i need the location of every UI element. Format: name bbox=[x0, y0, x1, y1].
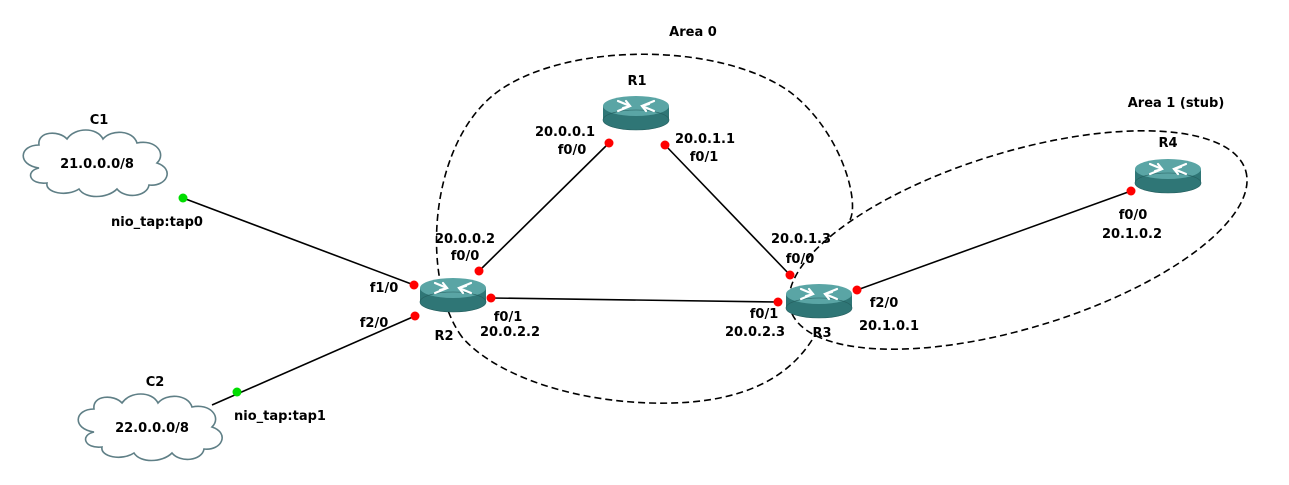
router-r4-name: R4 bbox=[1158, 136, 1177, 151]
router-r4[interactable] bbox=[1133, 157, 1203, 195]
port-r4-f0-0[interactable] bbox=[1126, 186, 1136, 196]
r2-f01-ip-label: 20.0.2.2 bbox=[480, 325, 540, 340]
c2-tap-label: nio_tap:tap1 bbox=[234, 409, 326, 424]
r2-f01-port-label: f0/1 bbox=[494, 310, 523, 325]
router-r3[interactable] bbox=[784, 282, 854, 320]
links bbox=[182, 142, 1132, 406]
router-icon bbox=[418, 276, 488, 314]
link-c2-r2[interactable] bbox=[211, 315, 416, 406]
r1-f01-ip-label: 20.0.1.1 bbox=[675, 132, 735, 147]
port-r2-f0-0[interactable] bbox=[474, 266, 484, 276]
cloud-icon bbox=[77, 393, 223, 462]
area-1-region bbox=[788, 130, 1248, 350]
r2-f20-port-label: f2/0 bbox=[360, 316, 389, 331]
link-r3-r4[interactable] bbox=[856, 190, 1132, 291]
router-icon bbox=[1133, 157, 1203, 195]
cloud-c2-name: C2 bbox=[146, 375, 165, 390]
link-r2-r3[interactable] bbox=[490, 297, 779, 303]
interface-labels: nio_tap:tap0 nio_tap:tap1 f1/0 f2/0 20.0… bbox=[111, 125, 1162, 424]
area-1-label: Area 1 (stub) bbox=[1128, 96, 1225, 111]
port-r2-f0-1[interactable] bbox=[486, 293, 496, 303]
r2-f00-ip-label: 20.0.0.2 bbox=[435, 232, 495, 247]
area-0-label: Area 0 bbox=[669, 25, 717, 40]
r3-f01-port-label: f0/1 bbox=[750, 307, 779, 322]
r3-f00-ip-label: 20.0.1.3 bbox=[771, 232, 831, 247]
port-r2-f1-0[interactable] bbox=[409, 280, 419, 290]
cloud-network-label: 22.0.0.0/8 bbox=[115, 421, 189, 436]
r1-f00-port-label: f0/0 bbox=[558, 143, 587, 158]
cloud-icon bbox=[22, 129, 168, 198]
port-c1-tap0[interactable] bbox=[178, 193, 188, 203]
router-r1-name: R1 bbox=[627, 74, 646, 89]
r1-f00-ip-label: 20.0.0.1 bbox=[535, 125, 595, 140]
router-icon bbox=[601, 94, 671, 132]
router-r3-name: R3 bbox=[812, 326, 831, 341]
r3-f00-port-label: f0/0 bbox=[786, 252, 815, 267]
router-r1[interactable] bbox=[601, 94, 671, 132]
port-r2-f2-0[interactable] bbox=[410, 311, 420, 321]
link-c1-r2[interactable] bbox=[182, 197, 415, 286]
link-r1-r3[interactable] bbox=[664, 144, 791, 276]
cloud-c2[interactable]: 22.0.0.0/8 bbox=[77, 393, 223, 462]
cloud-c1[interactable]: 21.0.0.0/8 bbox=[22, 129, 168, 198]
router-icon bbox=[784, 282, 854, 320]
c1-tap-label: nio_tap:tap0 bbox=[111, 215, 203, 230]
port-c2-tap1[interactable] bbox=[232, 387, 242, 397]
port-r3-f0-0[interactable] bbox=[785, 270, 795, 280]
port-dots bbox=[178, 138, 1136, 397]
cloud-c1-name: C1 bbox=[90, 113, 109, 128]
port-r3-f0-1[interactable] bbox=[773, 297, 783, 307]
r3-f20-port-label: f2/0 bbox=[870, 296, 899, 311]
port-r1-f0-0[interactable] bbox=[604, 138, 614, 148]
r4-f00-port-label: f0/0 bbox=[1119, 208, 1148, 223]
r2-f00-port-label: f0/0 bbox=[451, 249, 480, 264]
link-r2-r1[interactable] bbox=[478, 142, 610, 272]
area-0-region bbox=[435, 53, 854, 404]
r3-f01-ip-label: 20.0.2.3 bbox=[725, 325, 785, 340]
cloud-network-label: 21.0.0.0/8 bbox=[60, 157, 134, 172]
port-r3-f2-0[interactable] bbox=[852, 285, 862, 295]
r2-f10-port-label: f1/0 bbox=[370, 281, 399, 296]
r3-f20-ip-label: 20.1.0.1 bbox=[859, 319, 919, 334]
router-r2-name: R2 bbox=[434, 329, 453, 344]
r1-f01-port-label: f0/1 bbox=[690, 150, 719, 165]
r4-f00-ip-label: 20.1.0.2 bbox=[1102, 227, 1162, 242]
router-r2[interactable] bbox=[418, 276, 488, 314]
port-r1-f0-1[interactable] bbox=[660, 140, 670, 150]
